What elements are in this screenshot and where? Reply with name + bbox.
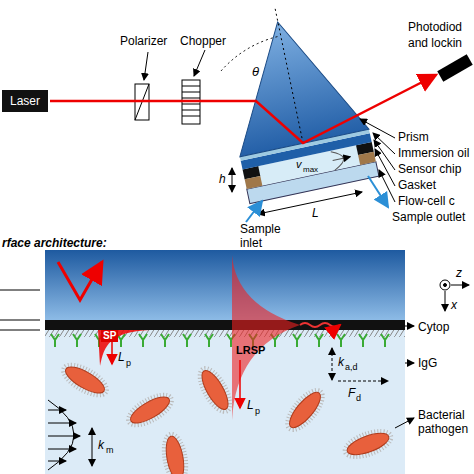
lrsp-field	[232, 255, 300, 420]
part-label: SP	[101, 330, 118, 342]
part-label: k	[338, 355, 344, 369]
angle-arc	[221, 36, 280, 71]
part-label: a,d	[345, 362, 358, 373]
part-label: Photodiod	[408, 20, 462, 34]
bacteria	[59, 359, 394, 474]
drag-arrow	[338, 381, 388, 382]
part-label: Bacterial pathogen	[418, 408, 474, 437]
part-label: rface architecture:	[2, 236, 107, 250]
part-label: p	[126, 358, 131, 369]
part-label: max	[303, 165, 318, 175]
leader-line	[405, 363, 414, 364]
part-label: LRSP	[236, 344, 265, 357]
part-label: Cytop	[418, 320, 449, 334]
incident-light	[58, 262, 102, 300]
leader-lines	[232, 119, 395, 214]
cytop-layer	[45, 250, 405, 320]
part-label: Polarizer	[120, 34, 167, 48]
part-label: F	[348, 386, 355, 400]
flow-profile	[48, 400, 80, 470]
part-label: L	[312, 206, 319, 220]
sample-medium	[45, 330, 405, 474]
part-label: and lockin	[408, 36, 462, 50]
prism-flowcell	[214, 8, 379, 204]
laser-box: Laser	[2, 90, 48, 112]
photodiode	[437, 54, 472, 81]
part-label: L	[118, 350, 125, 364]
part-label: Chopper	[180, 34, 226, 48]
part-label: Sensor chip	[398, 162, 461, 176]
sp-field	[98, 330, 150, 366]
part-label: d	[356, 393, 361, 404]
part-label: p	[255, 406, 260, 417]
part-label: Gasket	[398, 178, 436, 192]
part-label: z	[456, 266, 462, 280]
binding-arrow	[332, 348, 333, 380]
layer-ticks	[0, 290, 40, 330]
part-label: IgG	[418, 356, 437, 370]
laser-beam	[50, 75, 436, 143]
part-label: θ	[252, 64, 259, 80]
node-text: Laser	[10, 94, 40, 108]
part-label: Sample inlet	[240, 222, 288, 251]
penetration-arrow	[239, 360, 241, 408]
part-label: k	[98, 438, 104, 452]
gold-layer	[45, 320, 405, 330]
leader-line	[194, 50, 205, 76]
part-label: m	[106, 445, 114, 456]
part-label: Sample outlet	[392, 210, 465, 224]
part-label: x	[451, 298, 457, 312]
mass-transfer-arrow	[92, 428, 93, 466]
leader-line	[395, 418, 414, 428]
part-label: L	[247, 398, 254, 412]
part-label: v	[296, 158, 302, 171]
part-label: h	[219, 172, 226, 186]
propagation-wave	[300, 323, 340, 327]
inlet-arrow	[246, 201, 262, 222]
leader-line	[405, 326, 414, 327]
part-label: Immersion oil	[398, 146, 469, 160]
outlet-arrow	[368, 176, 388, 207]
part-label: Prism	[398, 130, 429, 144]
leader-line	[144, 52, 148, 80]
part-label: Flow-cell c	[398, 194, 455, 208]
